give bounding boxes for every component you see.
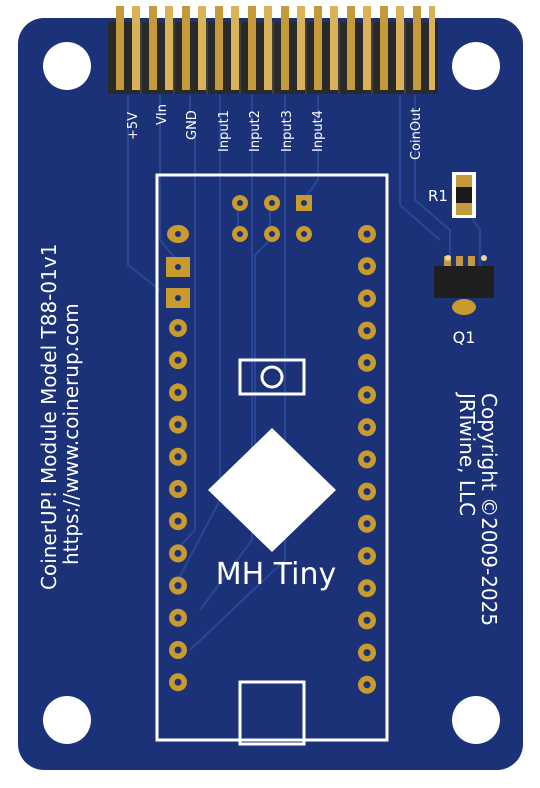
pad-hole [363, 359, 371, 367]
board-url: https://www.coinerup.com [59, 303, 83, 565]
header-label-5v: +5V [126, 112, 141, 140]
header-pin [314, 6, 322, 90]
header-pin [396, 6, 404, 90]
q1-transistor [434, 255, 494, 315]
pad-hole [174, 678, 182, 686]
header-pin [165, 6, 173, 90]
header-label-input1: Input1 [217, 110, 232, 152]
header-pin [132, 6, 140, 90]
pad-hole [174, 517, 182, 525]
usb-connector-outline [238, 680, 306, 746]
pad-hole [363, 520, 371, 528]
pad-hole [174, 614, 182, 622]
pad-hole [174, 485, 182, 493]
header-label-coinout: CoinOut [409, 108, 424, 160]
q1-body [434, 266, 494, 298]
pad-hole [174, 582, 182, 590]
mcu-chip-diamond [208, 428, 336, 552]
reset-button-circle [260, 365, 284, 389]
header-pin [347, 6, 355, 90]
header-label-input4: Input4 [311, 110, 326, 152]
pad-hole [363, 584, 371, 592]
mounting-hole-top-right [452, 42, 500, 90]
header-pin [413, 6, 421, 90]
copyright-line: Copyright ©2009-2025 [477, 393, 501, 626]
header-pin [231, 6, 239, 90]
pad-hole [363, 262, 371, 270]
pad-hole [174, 388, 182, 396]
header-pin [330, 6, 338, 90]
q1-label: Q1 [453, 328, 476, 347]
copyright-company: JRTwine, LLC [455, 391, 479, 516]
header-pin [182, 6, 190, 90]
pad-hole [174, 453, 182, 461]
header-pin [281, 6, 289, 90]
pad-hole [363, 616, 371, 624]
r1-pad-bottom [456, 203, 472, 215]
header-pin [198, 6, 206, 90]
pad-hole [174, 646, 182, 654]
pad-hole [363, 455, 371, 463]
pad-hole [363, 294, 371, 302]
mounting-hole-bottom-left [43, 696, 91, 744]
header-pin [264, 6, 272, 90]
module-outline [155, 173, 389, 742]
r1-label: R1 [428, 187, 448, 205]
pad-hole [363, 423, 371, 431]
right-round-pads [358, 225, 376, 694]
reset-button-outline [238, 358, 306, 396]
r1-pad-top [456, 175, 472, 187]
header-pin [429, 6, 435, 90]
module-label: MH Tiny [216, 557, 336, 592]
pad-hole [363, 649, 371, 657]
header-label-input3: Input3 [280, 110, 295, 152]
header-pin [149, 6, 157, 90]
header-pin [248, 6, 256, 90]
pad-hole [174, 324, 182, 332]
left-round-pads [169, 319, 187, 692]
mounting-hole-bottom-right [452, 696, 500, 744]
mounting-hole-top-left [43, 42, 91, 90]
header-pin [116, 6, 124, 90]
header-pin [215, 6, 223, 90]
pad-hole [363, 552, 371, 560]
pad-hole [363, 327, 371, 335]
pad-hole [174, 421, 182, 429]
pad-hole [363, 230, 371, 238]
pin-header [108, 6, 438, 94]
left-pad-column [166, 225, 190, 308]
header-pin [380, 6, 388, 90]
r1-body [456, 187, 472, 203]
header-label-vin: VIn [155, 104, 170, 125]
pad-hole [363, 681, 371, 689]
pad-hole [363, 488, 371, 496]
header-pin [363, 6, 371, 90]
pad-hole [174, 549, 182, 557]
top-pads [232, 195, 312, 242]
header-labels: +5V VIn GND Input1 Input2 Input3 Input4 … [126, 104, 424, 160]
pad-hole [363, 391, 371, 399]
q1-tab [452, 299, 476, 315]
board-title: CoinerUP! Module Model T88-01v1 [37, 244, 61, 590]
pad-hole [174, 356, 182, 364]
header-label-input2: Input2 [248, 110, 263, 152]
header-label-gnd: GND [185, 110, 200, 140]
header-pin [297, 6, 305, 90]
